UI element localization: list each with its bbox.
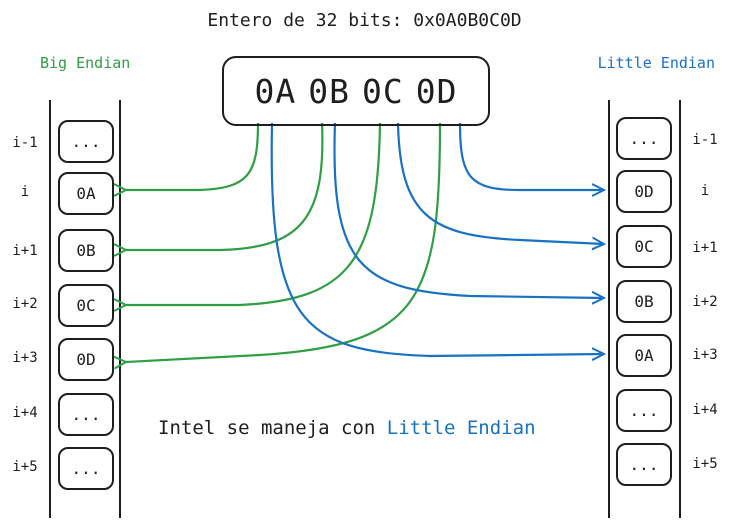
diagram-title: Entero de 32 bits: 0x0A0B0C0D bbox=[207, 10, 522, 31]
little-endian-cell: ... bbox=[616, 389, 672, 432]
byte-0C: 0C bbox=[362, 71, 404, 111]
index-label: i+4 bbox=[692, 402, 718, 418]
big-endian-cell: ... bbox=[58, 393, 114, 436]
little-endian-cell: 0A bbox=[616, 334, 672, 377]
index-label: i+1 bbox=[12, 243, 38, 259]
intel-note: Intel se maneja con Little Endian bbox=[158, 417, 536, 439]
index-label: i+5 bbox=[12, 459, 38, 475]
big-endian-cell: 0A bbox=[58, 172, 114, 215]
hex-value-box: 0A 0B 0C 0D bbox=[222, 56, 490, 126]
big-endian-cell: 0C bbox=[58, 284, 114, 327]
arrow-0D-to-i3-big bbox=[126, 122, 442, 362]
index-label: i bbox=[20, 184, 30, 200]
arrow-0B-to-i2-little bbox=[333, 122, 604, 298]
arrow-0B-to-i1-big bbox=[126, 122, 324, 250]
little-endian-cell: 0C bbox=[616, 225, 672, 268]
index-label: i-1 bbox=[12, 135, 38, 151]
big-endian-label: Big Endian bbox=[40, 54, 131, 72]
little-endian-cell: 0D bbox=[616, 170, 672, 213]
arrow-0D-to-i-little bbox=[458, 122, 604, 190]
arrow-0C-to-i2-big bbox=[126, 122, 382, 305]
index-label: i+5 bbox=[692, 456, 718, 472]
index-label: i+2 bbox=[692, 294, 718, 310]
big-endian-cell: ... bbox=[58, 120, 114, 163]
index-label: i+3 bbox=[12, 350, 38, 366]
byte-0D: 0D bbox=[415, 71, 458, 111]
big-endian-cell: 0B bbox=[58, 229, 114, 272]
index-label: i bbox=[700, 183, 710, 199]
note-highlight: Little Endian bbox=[386, 417, 536, 439]
arrow-0C-to-i1-little bbox=[396, 122, 604, 244]
arrow-0A-to-i-big bbox=[126, 122, 260, 190]
little-endian-cell: ... bbox=[616, 117, 672, 160]
index-label: i+4 bbox=[12, 405, 38, 421]
big-endian-cell: ... bbox=[58, 447, 114, 490]
little-endian-cell: 0B bbox=[616, 280, 672, 323]
big-endian-cell: 0D bbox=[58, 338, 114, 381]
index-label: i-1 bbox=[692, 132, 718, 148]
index-label: i+2 bbox=[12, 296, 38, 312]
byte-0B: 0B bbox=[308, 71, 350, 111]
note-prefix: Intel se maneja con bbox=[158, 417, 376, 439]
little-endian-label: Little Endian bbox=[597, 54, 715, 72]
byte-0A: 0A bbox=[254, 71, 297, 111]
index-label: i+3 bbox=[692, 347, 718, 363]
index-label: i+1 bbox=[692, 240, 718, 256]
little-endian-cell: ... bbox=[616, 443, 672, 486]
arrow-0A-to-i3-little bbox=[270, 122, 604, 356]
